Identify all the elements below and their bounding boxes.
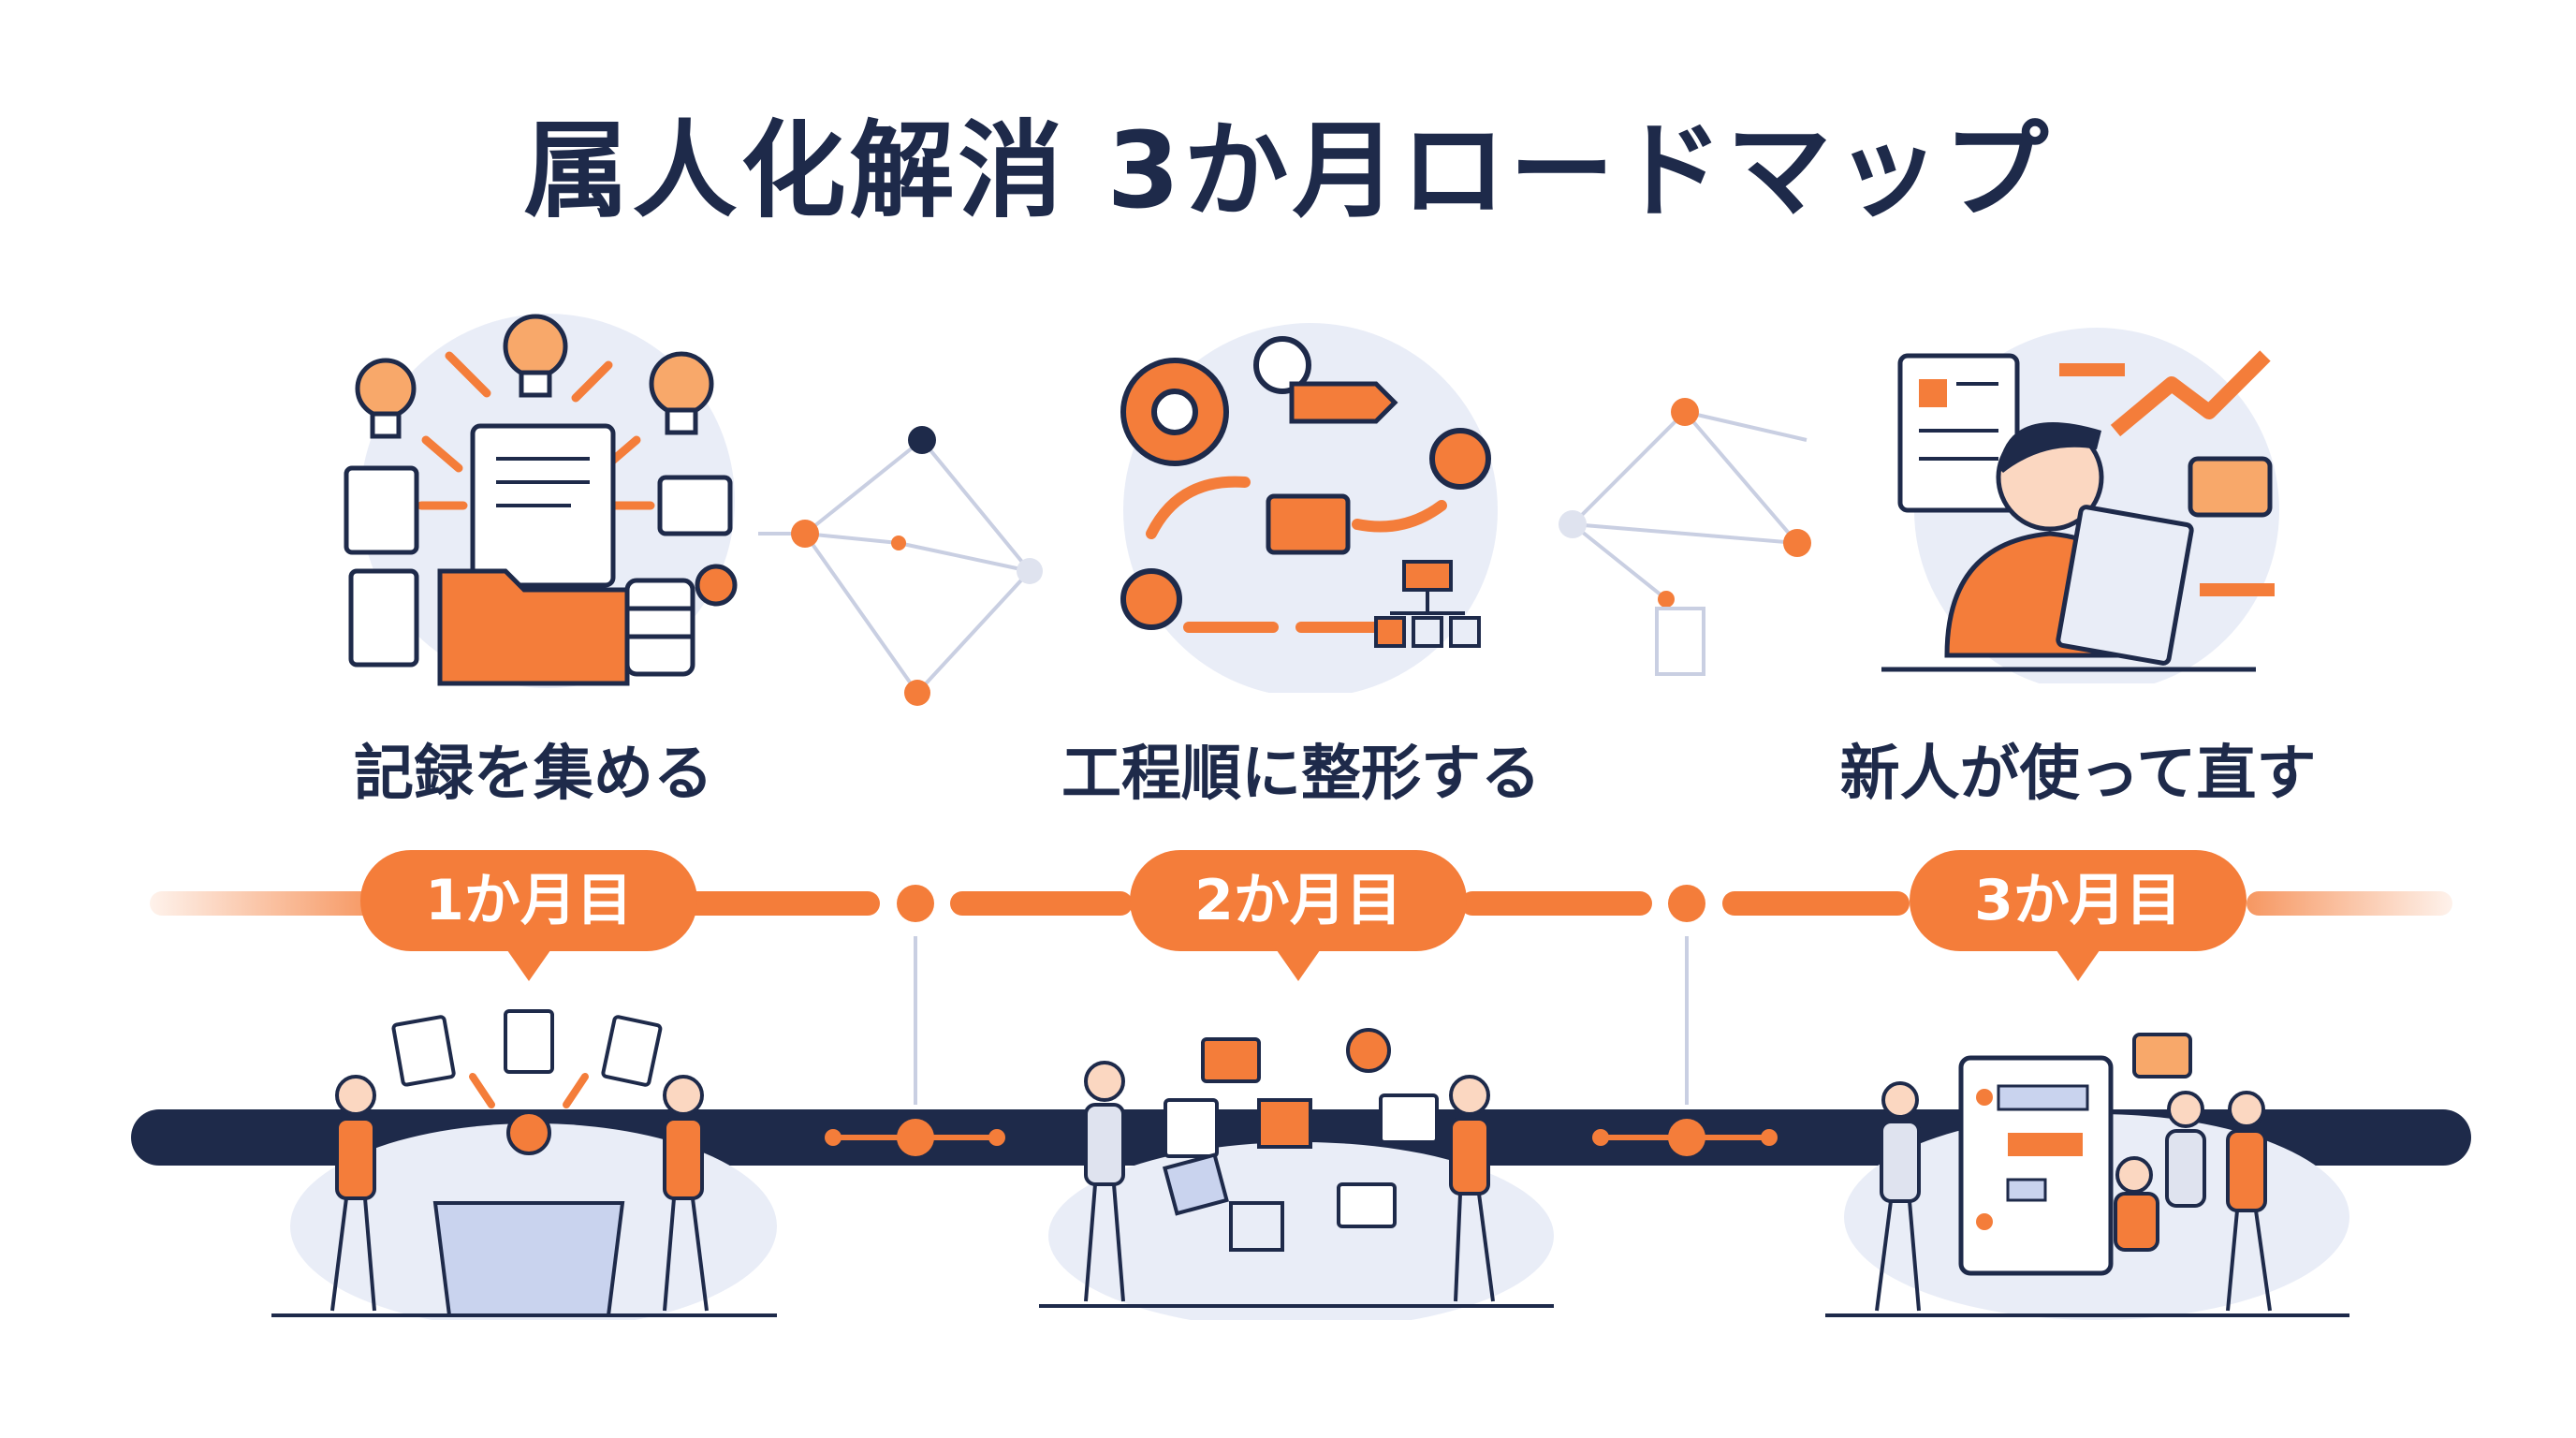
chat-icon [2132, 1033, 2192, 1078]
network-decoration [758, 426, 1043, 706]
gear-icon [1346, 1028, 1391, 1073]
manual-board [1958, 1055, 2114, 1276]
page-title: 属人化解消 3か月ロードマップ [523, 110, 2053, 232]
process-order-illustration [1120, 323, 1498, 693]
step-label-3: 新人が使って直す [1839, 740, 2317, 809]
collect-records-illustration [344, 314, 738, 688]
step-label-1: 記録を集める [354, 740, 713, 809]
gear-icon [1120, 336, 1491, 630]
scene-collect [271, 1009, 777, 1320]
folder-icon [437, 568, 630, 686]
scene-improve [1825, 1033, 2349, 1320]
person-icon [1084, 1061, 1495, 1302]
scene-arrange [1039, 1028, 1554, 1320]
chat-icon [2188, 456, 2273, 518]
timeline-track [150, 885, 2452, 922]
chevron-arrow-icon [1289, 381, 1398, 424]
database-icon [624, 578, 695, 677]
month-badge-3: 3か月目 [1910, 850, 2247, 981]
month-badge-1: 1か月目 [360, 850, 697, 981]
arrow-icon [1146, 476, 1447, 633]
connector-lines [914, 936, 1689, 1105]
newcomer-illustration [1881, 328, 2279, 683]
org-chart-icon [1374, 560, 1481, 648]
person-icon [1875, 1081, 2272, 1312]
month-badge-2: 2か月目 [1130, 850, 1467, 981]
collection-box [432, 1201, 625, 1317]
timeline-node [897, 885, 934, 922]
trend-up-icon [2110, 350, 2271, 437]
lightbulb-icon [355, 314, 714, 439]
gear-icon [695, 564, 738, 607]
person-icon [330, 1075, 709, 1312]
step-label-2: 工程順に整形する [1061, 740, 1541, 809]
network-decoration [1559, 398, 1811, 676]
timeline-node [1668, 885, 1705, 922]
